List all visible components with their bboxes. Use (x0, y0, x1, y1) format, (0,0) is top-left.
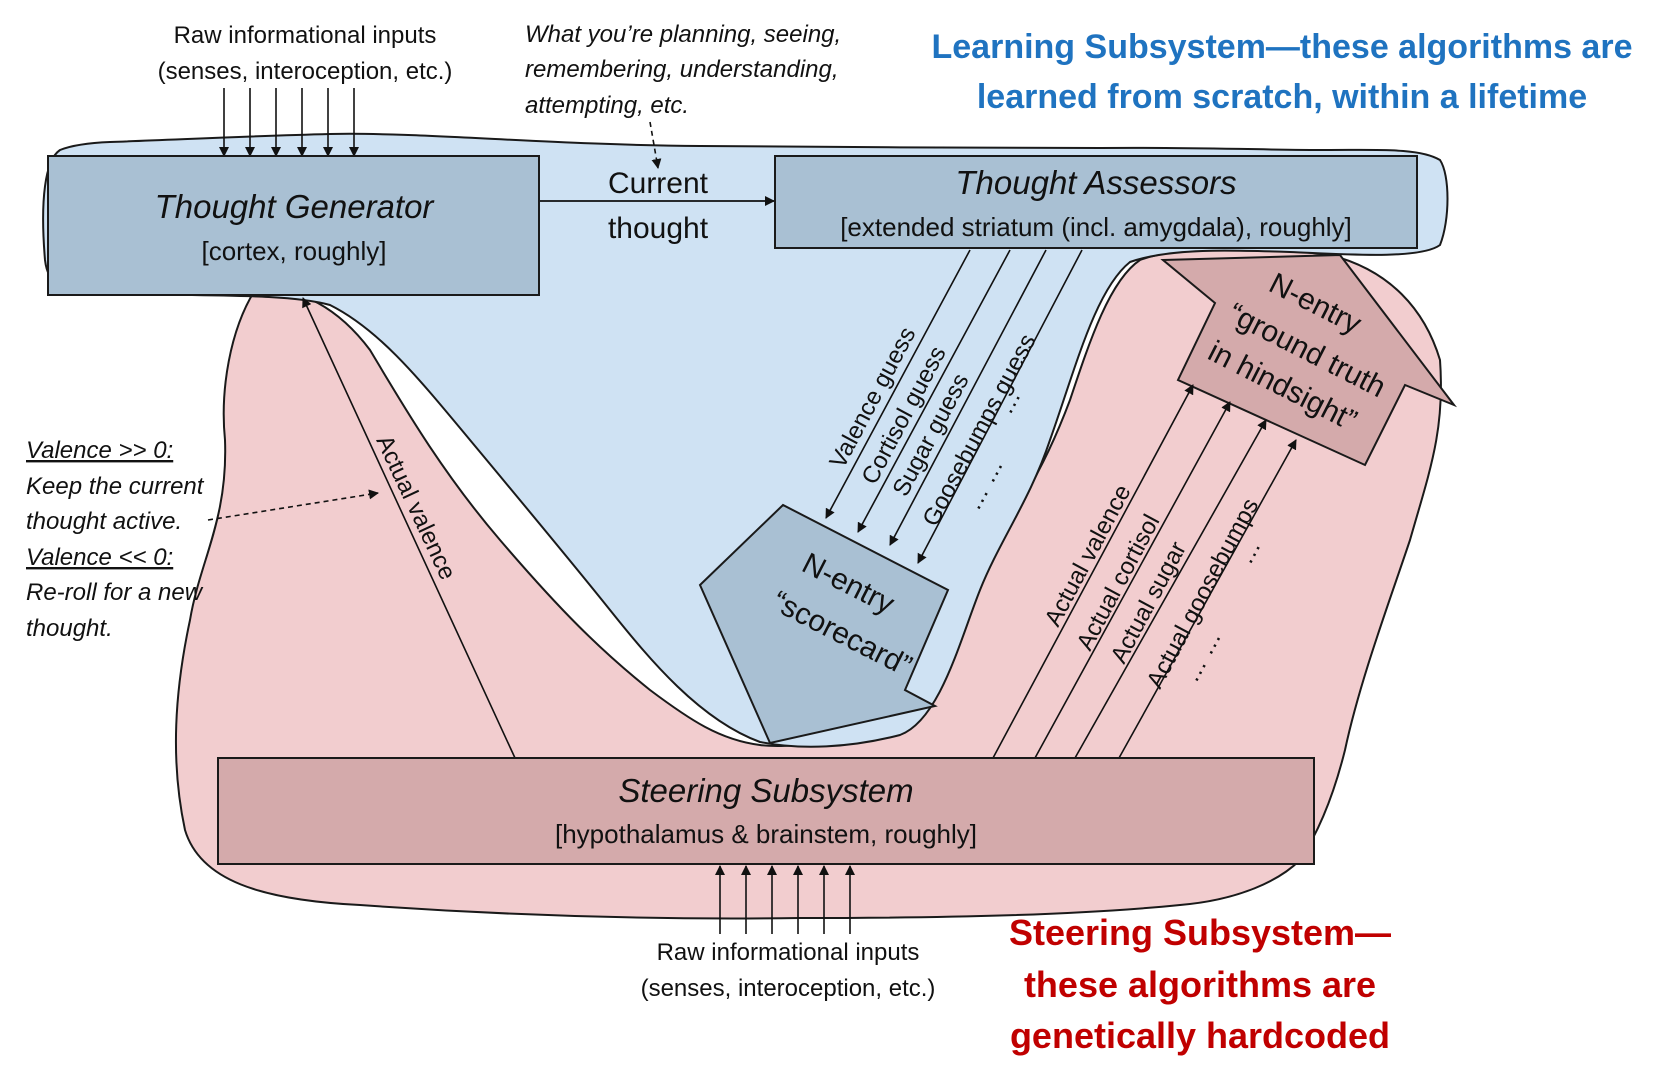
valence-high-label: Valence >> 0: (26, 437, 173, 464)
top-input-arrows (219, 88, 359, 157)
top-inputs-line2: (senses, interoception, etc.) (158, 58, 453, 85)
actual-valence-left-arrow (302, 297, 516, 759)
steering-title-line1: Steering Subsystem— (1009, 912, 1391, 953)
steering-title-line2: these algorithms are (1024, 964, 1376, 1005)
steering-box-title: Steering Subsystem (618, 772, 913, 809)
valence-high-text2: thought active. (26, 508, 182, 535)
thought-generator-box (47, 155, 540, 296)
planning-note-line1: What you’re planning, seeing, (525, 21, 841, 48)
steering-box-subtitle: [hypothalamus & brainstem, roughly] (555, 819, 977, 849)
valence-high-text1: Keep the current (26, 473, 205, 500)
thought-assessors-subtitle: [extended striatum (incl. amygdala), rou… (840, 212, 1352, 242)
thought-generator-title: Thought Generator (155, 188, 436, 225)
actual-arrows (992, 384, 1297, 759)
learning-title-line1: Learning Subsystem—these algorithms are (932, 28, 1633, 66)
learning-title-line2: learned from scratch, within a lifetime (977, 78, 1587, 116)
ground-truth-arrow (1160, 253, 1458, 467)
bottom-inputs-line1: Raw informational inputs (657, 939, 920, 966)
planning-note-line2: remembering, understanding, (525, 56, 839, 83)
steering-title-line3: genetically hardcoded (1010, 1015, 1390, 1056)
steering-subsystem-box (217, 757, 1315, 865)
thought-assessors-title: Thought Assessors (955, 164, 1236, 201)
valence-note-arrow (207, 489, 379, 521)
guess-arrows (825, 249, 1083, 564)
thought-generator-subtitle: [cortex, roughly] (202, 236, 387, 266)
steering-subsystem-region (174, 247, 1442, 920)
bottom-inputs-line2: (senses, interoception, etc.) (641, 975, 936, 1002)
valence-low-text1: Re-roll for a new (26, 579, 204, 606)
valence-low-label: Valence << 0: (26, 544, 173, 571)
current-thought-line2: thought (608, 212, 709, 245)
valence-low-text2: thought. (26, 615, 113, 642)
thought-assessors-box (774, 155, 1418, 249)
planning-note-line3: attempting, etc. (525, 92, 689, 119)
top-inputs-line1: Raw informational inputs (174, 22, 437, 49)
current-thought-line1: Current (608, 167, 709, 200)
planning-note-arrow (649, 121, 662, 169)
scorecard-arrow (698, 503, 950, 745)
bottom-input-arrows (715, 865, 855, 934)
